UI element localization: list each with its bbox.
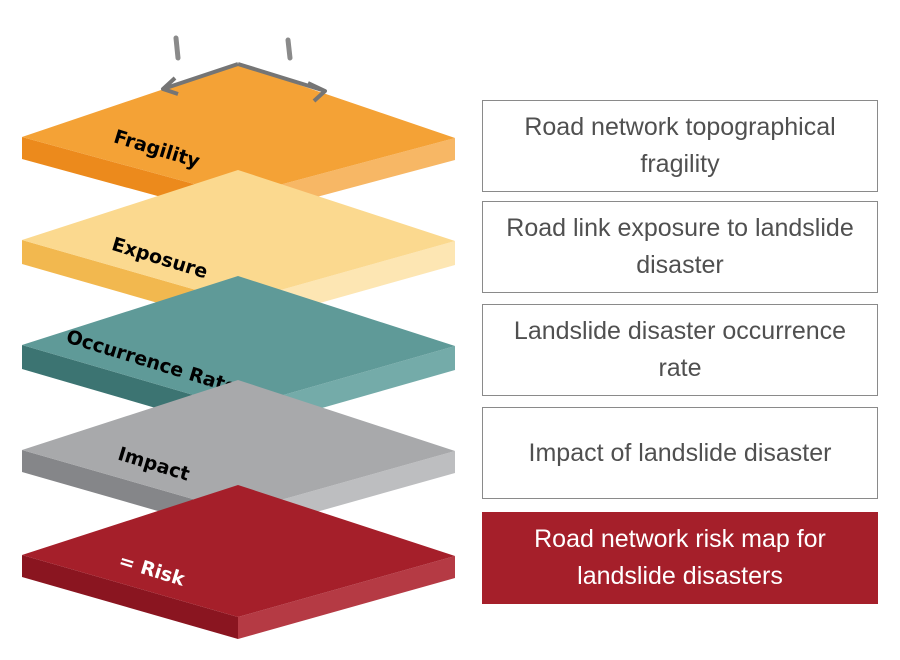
impact-description-text: Impact of landslide disaster <box>528 438 832 467</box>
layer-exposure-top-face <box>22 170 455 302</box>
layer-risk-top-face <box>22 485 455 617</box>
rain-mark-right <box>285 37 293 61</box>
occurrence-description-box: Landslide disaster occurrence rate <box>482 304 878 396</box>
exposure-description-box: Road link exposure to landslide disaster <box>482 201 878 293</box>
fragility-description-text: Road network topographical fragility <box>524 113 836 178</box>
layer-fragility-top-face <box>22 64 455 196</box>
impact-description-box: Impact of landslide disaster <box>482 407 878 499</box>
exposure-description-text: Road link exposure to landslide disaster <box>506 214 854 279</box>
fragility-description-box: Road network topographical fragility <box>482 100 878 192</box>
rain-mark-left <box>173 35 181 61</box>
risk-description-text: Road network risk map for landslide disa… <box>534 525 826 590</box>
layer-impact-top-face <box>22 380 455 512</box>
layer-risk-side-face <box>238 556 455 639</box>
layer-risk: = Risk <box>22 485 455 639</box>
layer-risk-front-face <box>22 555 238 639</box>
layer-occurrence-top-face <box>22 276 455 408</box>
spread-arrows-icon <box>161 62 327 103</box>
risk-description-box: Road network risk map for landslide disa… <box>482 512 878 604</box>
occurrence-description-text: Landslide disaster occurrence rate <box>513 317 847 382</box>
